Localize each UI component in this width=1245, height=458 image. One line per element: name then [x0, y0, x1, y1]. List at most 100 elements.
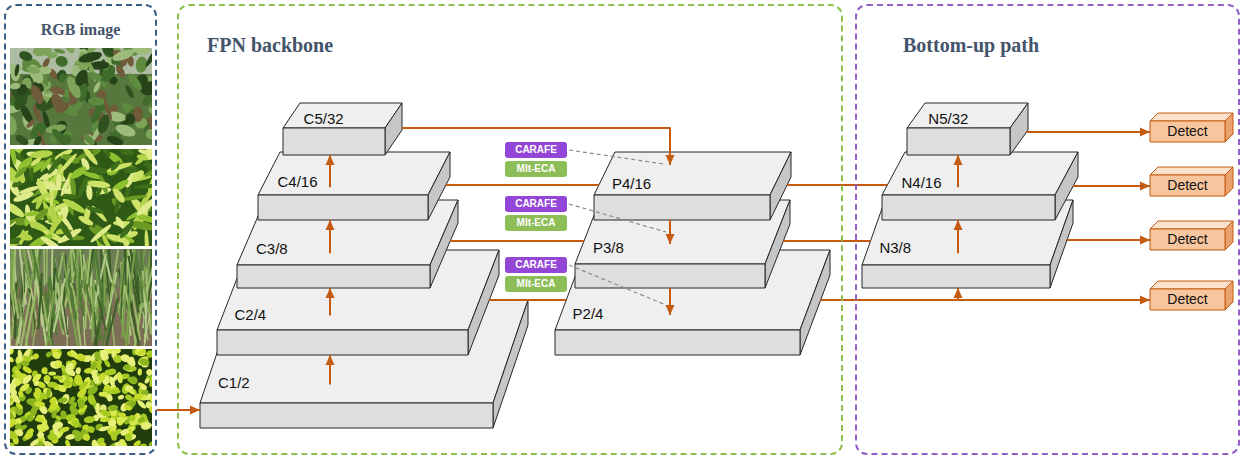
- detect-label: Detect: [1150, 175, 1225, 196]
- leaf: [39, 48, 54, 58]
- panel-title: RGB image: [6, 20, 155, 40]
- detect-head: Detect: [1150, 167, 1233, 196]
- grass-blade: [46, 249, 48, 283]
- leaf: [48, 401, 59, 412]
- detect-label: Detect: [1150, 121, 1225, 142]
- leaf: [59, 132, 73, 145]
- field-photo: [10, 48, 152, 145]
- module-badge: CARAFE: [505, 257, 567, 273]
- leaf: [42, 374, 52, 384]
- leaf: [116, 416, 124, 425]
- detect-head: Detect: [1150, 113, 1233, 142]
- grass-blade: [105, 298, 118, 346]
- dashed-panel: C5/32C4/16C3/8C2/4C1/2CARAFEMlt-ECAP4/16…: [177, 4, 843, 455]
- leaf: [34, 417, 44, 423]
- flow-arrow: [787, 184, 887, 186]
- slab-face: [385, 103, 402, 155]
- leaf: [14, 133, 30, 145]
- leaf: [23, 210, 40, 217]
- leaf: [86, 425, 95, 434]
- leaf: [120, 353, 131, 363]
- leaf: [34, 195, 44, 210]
- slab-face: [217, 330, 468, 355]
- leaf: [10, 417, 18, 430]
- flow-arrow: [329, 355, 331, 384]
- photo-ground: [10, 48, 152, 145]
- leaf: [58, 152, 79, 175]
- grass-blade: [120, 258, 124, 295]
- leaf: [86, 185, 93, 201]
- slab-face: [283, 103, 402, 128]
- detect-face: [1150, 113, 1233, 121]
- slab-face: [493, 300, 528, 428]
- leaf: [144, 159, 152, 180]
- feature-map-label: C4/16: [278, 173, 318, 190]
- leaf: [100, 349, 107, 358]
- leaf: [58, 73, 68, 84]
- flow-arrow: [669, 288, 671, 315]
- slab-face: [555, 330, 800, 355]
- leaf: [100, 149, 112, 158]
- leaf: [14, 64, 20, 77]
- leaf: [56, 173, 63, 190]
- leaf: [145, 128, 152, 139]
- leaf: [114, 441, 124, 446]
- feature-map-slab: C2/4: [217, 250, 499, 355]
- feature-map-label: P3/8: [593, 239, 624, 256]
- leaf: [99, 408, 112, 419]
- leaf: [32, 390, 41, 400]
- leaf: [129, 365, 137, 371]
- leaf: [141, 94, 152, 108]
- slab-face: [258, 195, 428, 220]
- module-label: CARAFE: [505, 257, 567, 273]
- leaf: [31, 352, 39, 360]
- leaf: [120, 149, 135, 156]
- leaf: [146, 149, 152, 160]
- grass-blade: [124, 249, 125, 285]
- leaf: [126, 71, 144, 92]
- grass-blade: [126, 274, 131, 339]
- leaf: [45, 350, 53, 358]
- leaf: [128, 414, 137, 423]
- panel-title: FPN backbone: [207, 33, 333, 57]
- leaf: [116, 416, 124, 422]
- leaf: [99, 417, 111, 423]
- detect-face: [1150, 175, 1225, 196]
- leaf: [36, 430, 46, 440]
- slab-face: [575, 264, 765, 288]
- feature-map-slab: N4/16: [882, 152, 1078, 220]
- slab-outline: [555, 250, 831, 356]
- slab-face: [555, 250, 830, 330]
- feature-map-slab: C4/16: [258, 152, 450, 220]
- leaf: [109, 376, 116, 388]
- leaf: [86, 70, 103, 82]
- leaf: [10, 149, 18, 165]
- grass-blade: [76, 249, 78, 310]
- leaf: [64, 439, 71, 446]
- leaf: [46, 155, 64, 176]
- feature-map-slab: P2/4: [555, 250, 830, 355]
- dashed-panel: RGB image: [4, 4, 157, 455]
- leaf: [10, 395, 15, 406]
- leaf: [86, 205, 106, 215]
- leaf: [47, 381, 58, 387]
- grass-blade: [95, 249, 104, 314]
- slab-outline: [217, 250, 500, 356]
- photo-ground: [10, 149, 152, 246]
- flow-arrow: [1067, 239, 1150, 241]
- leaf: [82, 433, 91, 442]
- slab-face: [217, 250, 499, 330]
- leaf: [98, 425, 111, 432]
- leaf: [15, 401, 24, 410]
- module-badge: Mlt-ECA: [505, 276, 567, 292]
- leaf: [46, 387, 52, 398]
- leaf: [10, 381, 18, 394]
- slab-face: [800, 250, 830, 355]
- flow-arrow: [329, 288, 331, 316]
- leaf: [61, 196, 88, 215]
- feature-map-label: C3/8: [256, 240, 288, 257]
- leaf: [71, 429, 81, 438]
